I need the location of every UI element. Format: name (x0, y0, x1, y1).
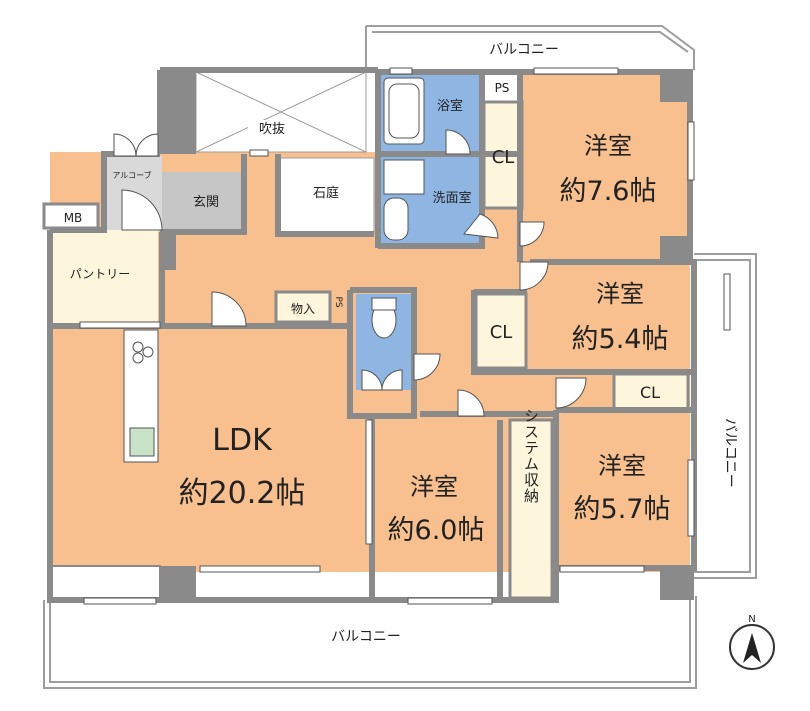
compass-label: N (748, 614, 755, 625)
entrance-label: 玄関 (193, 195, 219, 210)
washroom-label: 洗面室 (432, 190, 471, 206)
north-arrow-icon (743, 633, 761, 663)
room-size-ldk: 約20.2帖 (179, 476, 306, 511)
compass: N (729, 614, 775, 670)
mb-box (42, 202, 100, 230)
closet-label-3: CL (640, 383, 660, 402)
room-size-western-1: 約7.6帖 (560, 176, 657, 207)
ps-top-label: PS (495, 81, 510, 95)
void-area (195, 71, 367, 153)
room-name-western-2: 洋室 (596, 280, 644, 308)
pillars (160, 70, 694, 600)
balcony-outlines (43, 25, 757, 689)
balcony-right-label: バルコニー (722, 418, 738, 488)
pantry-floor (50, 230, 158, 324)
bath-label: 浴室 (437, 98, 463, 114)
closet-label-2: CL (490, 322, 513, 343)
ps-mid-label: PS (333, 296, 343, 307)
void-label: 吹抜 (259, 121, 285, 137)
balcony-top-label: バルコニー (489, 42, 559, 58)
room-name-western-1: 洋室 (584, 132, 632, 160)
balcony-bottom-label: バルコニー (331, 629, 401, 645)
room-name-western-3: 洋室 (410, 473, 458, 501)
closet-label-1: CL (492, 147, 515, 168)
windows (79, 67, 731, 605)
system-storage-label: システム収納 (522, 408, 540, 504)
kitchen-counter (123, 329, 159, 463)
bath-fixtures (371, 77, 425, 339)
system-storage-box (508, 418, 554, 600)
stone-garden (277, 157, 375, 235)
ldk-lower-strip (49, 565, 161, 601)
room-name-ldk: LDK (212, 423, 273, 458)
room-size-western-3: 約6.0帖 (388, 515, 485, 546)
entrance-floor (160, 172, 244, 230)
alcove-label: アルコーブ (112, 170, 151, 180)
stone-garden-label: 石庭 (313, 185, 339, 201)
room-size-western-4: 約5.7帖 (574, 494, 671, 525)
pantry-label: パントリー (70, 267, 131, 281)
labels: バルコニー バルコニー バルコニー 吹抜 浴室 洗面室 石庭 玄関 アルコーブ … (64, 42, 738, 645)
room-name-western-4: 洋室 (598, 452, 646, 480)
storage-label: 物入 (291, 302, 315, 316)
mb-label: MB (64, 211, 83, 225)
doors (113, 129, 587, 417)
room-size-western-2: 約5.4帖 (572, 324, 669, 355)
